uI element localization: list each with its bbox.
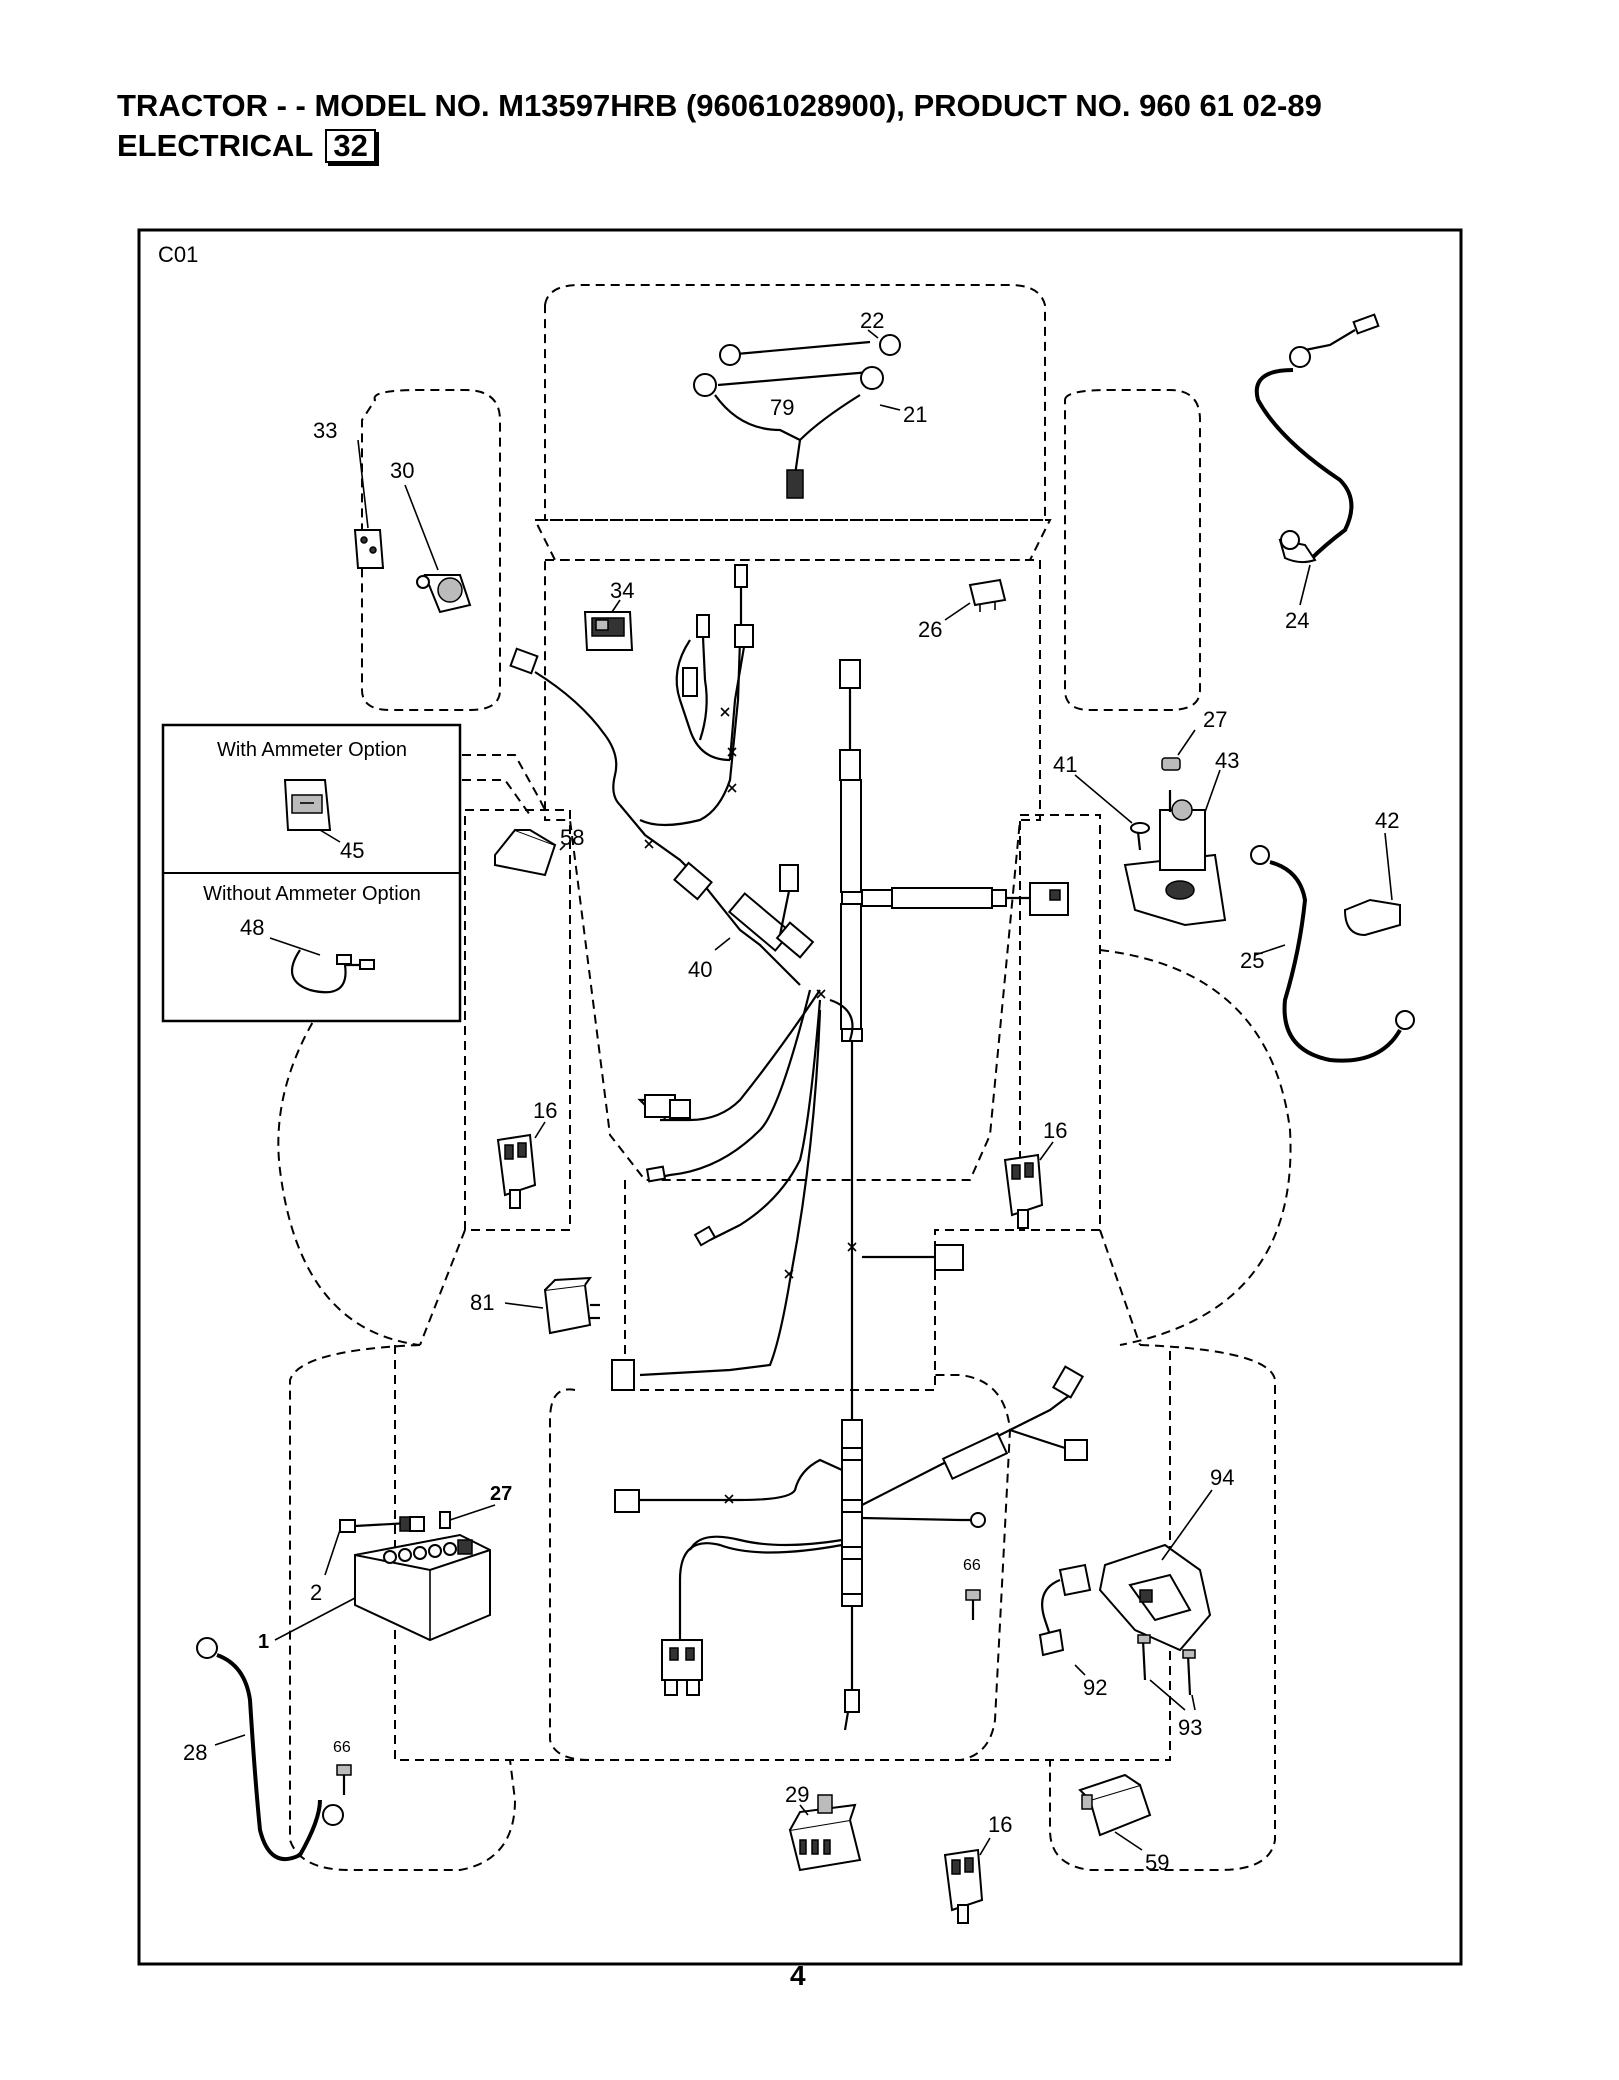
part-label-33: 33 <box>313 418 337 443</box>
screw-icon-center <box>965 1589 981 1620</box>
section-heading: ELECTRICAL 32 <box>117 128 376 164</box>
diagram-frame <box>137 228 1463 1966</box>
part-label-45: 45 <box>340 838 364 863</box>
interlock-switch-icon-right <box>1003 1153 1044 1229</box>
part-label-27-bottom: 27 <box>490 1483 512 1505</box>
hour-meter-module-icon <box>494 828 557 877</box>
section-name: ELECTRICAL <box>117 128 314 163</box>
positive-cable-icon <box>1250 845 1415 1063</box>
part-label-16-bottom: 16 <box>988 1812 1012 1837</box>
starter-solenoid-icon <box>1123 790 1227 927</box>
part-label-16-right: 16 <box>1043 1118 1067 1143</box>
part-label-79: 79 <box>770 395 794 420</box>
part-label-81: 81 <box>470 1290 494 1315</box>
interlock-switch-icon <box>496 1133 537 1209</box>
bracket-screws-icon <box>1137 1634 1196 1696</box>
part-label-25: 25 <box>1240 948 1264 973</box>
bolt-icon <box>1130 822 1150 851</box>
main-wire-harness <box>509 564 1088 1731</box>
section-number-badge: 32 <box>325 129 376 163</box>
battery-nut-icon <box>439 1511 451 1529</box>
ammeter-gauge-icon <box>283 779 332 831</box>
battery-icon <box>354 1533 491 1642</box>
without-ammeter-option-label: Without Ammeter Option <box>203 883 421 905</box>
part-label-2: 2 <box>310 1580 322 1605</box>
brake-switch-icon <box>788 1794 862 1872</box>
seat-switch-connector-icon <box>1038 1563 1092 1657</box>
ignition-module-icon <box>1078 1773 1152 1837</box>
ignition-switch-icon <box>416 574 472 614</box>
part-label-41: 41 <box>1053 752 1077 777</box>
fuse-icon <box>968 578 1007 612</box>
pto-switch-icon <box>583 611 634 651</box>
part-label-21: 21 <box>903 402 927 427</box>
with-ammeter-option-label: With Ammeter Option <box>217 739 407 761</box>
part-label-1: 1 <box>258 1631 269 1653</box>
interlock-switch-icon-bottom <box>943 1848 984 1924</box>
part-label-92: 92 <box>1083 1675 1107 1700</box>
headlight-harness-icon <box>693 334 901 499</box>
part-label-43: 43 <box>1215 748 1239 773</box>
part-label-94: 94 <box>1210 1465 1234 1490</box>
part-label-66-center: 66 <box>963 1557 981 1574</box>
part-label-66-left: 66 <box>333 1739 351 1756</box>
switch-bracket-icon <box>1098 1543 1212 1652</box>
screw-icon <box>336 1764 352 1795</box>
part-label-28: 28 <box>183 1740 207 1765</box>
page-number: 4 <box>790 1960 806 1991</box>
part-label-34: 34 <box>610 578 634 603</box>
part-label-48: 48 <box>240 915 264 940</box>
relay-icon <box>543 1276 600 1335</box>
part-label-42: 42 <box>1375 808 1399 833</box>
diagram-code: C01 <box>158 242 198 267</box>
part-label-27-top: 27 <box>1203 707 1227 732</box>
harness-plug-icon <box>661 1639 703 1696</box>
part-label-30: 30 <box>390 458 414 483</box>
part-label-26: 26 <box>918 617 942 642</box>
jumper-wire-icon <box>290 949 375 994</box>
nut-icon <box>1161 757 1181 771</box>
part-label-93: 93 <box>1178 1715 1202 1740</box>
battery-bolt-icon <box>339 1516 425 1533</box>
battery-ground-cable-icon <box>196 1637 344 1861</box>
part-label-22: 22 <box>860 308 884 333</box>
part-label-59: 59 <box>1145 1850 1169 1875</box>
part-label-58: 58 <box>560 825 584 850</box>
part-label-29: 29 <box>785 1782 809 1807</box>
page-title: TRACTOR - - MODEL NO. M13597HRB (9606102… <box>117 88 1322 123</box>
part-label-16-left: 16 <box>533 1098 557 1123</box>
ammeter-option-box: With Ammeter Option Without Ammeter Opti… <box>161 723 462 1023</box>
terminal-boot-icon <box>1343 898 1401 937</box>
part-label-40: 40 <box>688 957 712 982</box>
part-label-24: 24 <box>1285 608 1309 633</box>
ignition-key-icon <box>353 529 385 569</box>
ground-cable-icon <box>1254 313 1380 564</box>
